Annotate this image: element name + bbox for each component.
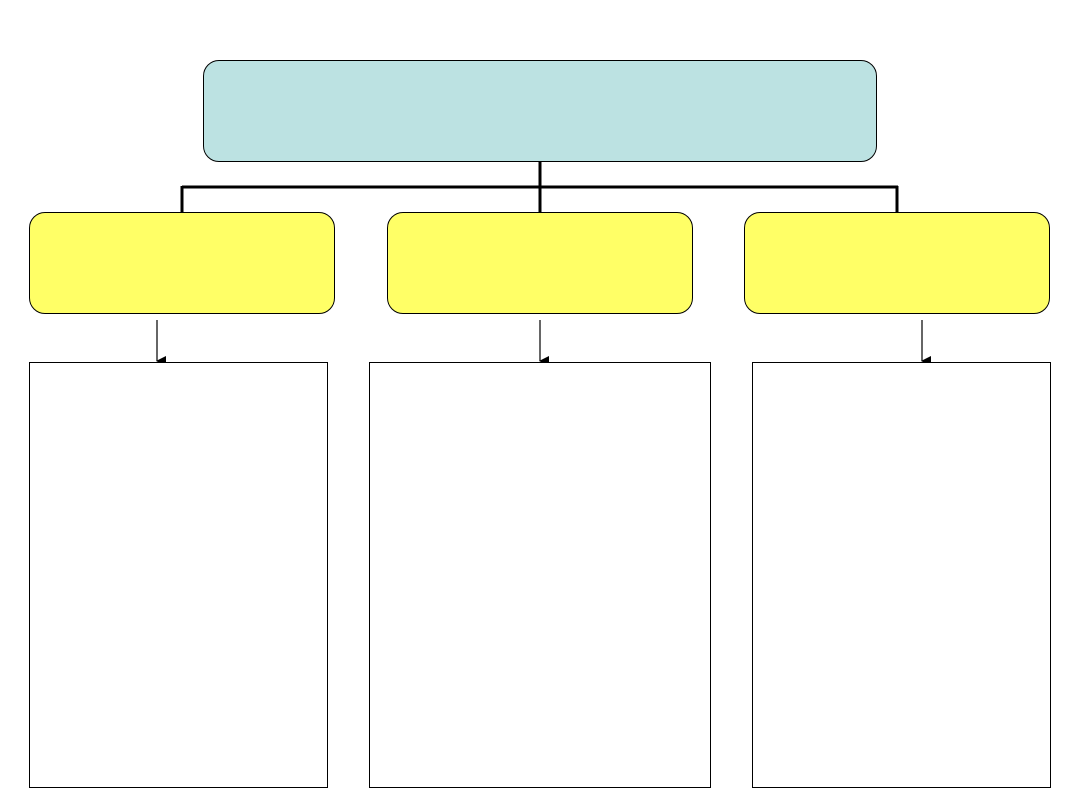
detail-box-3 [752,362,1051,788]
category-node-2 [387,212,693,314]
category-node-1 [29,212,335,314]
detail-box-1 [29,362,328,788]
detail-box-2 [369,362,711,788]
category-node-3 [744,212,1050,314]
root-node [203,60,877,162]
